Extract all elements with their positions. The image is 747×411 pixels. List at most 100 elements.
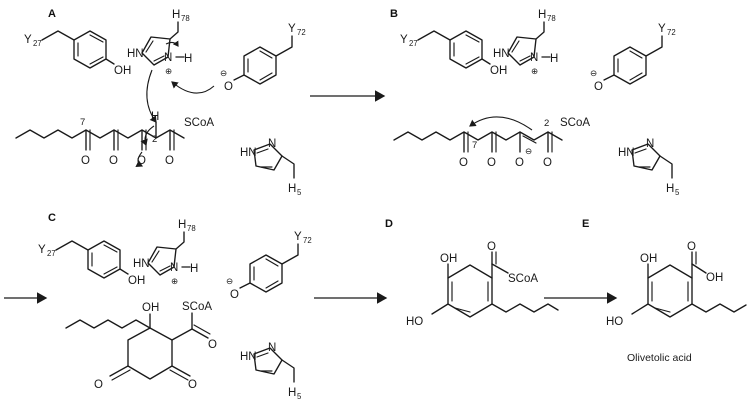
panel-a-tyrosine-72: Y 72 O ⊖	[208, 14, 318, 93]
h78-subscript: 78	[547, 14, 556, 23]
intermediate-ring-oxygen-1: O	[188, 379, 197, 391]
h5-subscript: 5	[297, 392, 302, 401]
panel-letter-b: B	[390, 8, 398, 20]
panel-c-tyrosine-27: Y 27 OH	[36, 228, 146, 300]
y72-phenolate-oxygen: O	[224, 81, 233, 93]
y72-negative-charge: ⊖	[590, 68, 597, 78]
substrate-a-oxygen-c7: O	[81, 155, 90, 167]
y72-phenolate-oxygen: O	[594, 81, 603, 93]
substrate-b-thioester: SCoA	[560, 117, 590, 129]
substrate-b-carbon-2-label: 2	[544, 118, 549, 129]
y72-label: Y	[658, 23, 666, 35]
reaction-arrow-b-to-c	[2, 288, 62, 308]
y72-subscript: 72	[303, 236, 312, 245]
h78-subscript: 78	[187, 224, 196, 233]
panel-b-histidine-5: HN N H 5	[618, 134, 708, 204]
reaction-arrow-a-to-b	[308, 86, 398, 106]
y72-negative-charge: ⊖	[220, 68, 227, 78]
panel-b-enolate-substrate: O 7 O O ⊖ 2 O SCoA	[392, 108, 622, 180]
panel-c-cyclized-intermediate: OH O O SCoA O	[58, 296, 228, 406]
h5-ring-n: N	[646, 138, 654, 150]
h5-subscript: 5	[675, 188, 680, 197]
panel-d-hydroxyl-left: HO	[406, 316, 423, 328]
h78-ring-nh: HN	[133, 258, 150, 270]
intermediate-hydroxyl: OH	[142, 302, 159, 314]
h78-label: H	[538, 9, 546, 21]
h5-ring-nh: HN	[240, 351, 257, 363]
panel-a-tetraketide-substrate: O 7 O O 2 H O SCoA	[14, 111, 244, 178]
panel-e-hydroxyl-top: OH	[640, 253, 657, 265]
y27-subscript: 27	[409, 39, 418, 48]
panel-b-tyrosine-27: Y 27 OH	[398, 18, 508, 90]
h78-ring-n: N	[170, 262, 178, 274]
h78-subscript: 78	[181, 14, 190, 23]
h5-subscript: 5	[297, 188, 302, 197]
panel-a-histidine-5: HN N H 5	[240, 134, 330, 204]
panel-e-carbonyl-oxygen: O	[687, 241, 696, 253]
y27-label: Y	[38, 244, 46, 256]
h78-label: H	[178, 219, 186, 231]
panel-e-olivetolic-acid: OH HO O OH	[596, 241, 747, 353]
h78-positive-charge: ⊕	[165, 66, 172, 76]
h78-label: H	[172, 9, 180, 21]
panel-b-histidine-78: H 78 HN N H ⊕	[493, 4, 610, 84]
substrate-b-carbon-7-label: 7	[472, 140, 477, 151]
y27-label: Y	[400, 34, 408, 46]
h5-label: H	[288, 183, 296, 195]
substrate-a-carbon-2-label: 2	[152, 134, 157, 145]
y27-subscript: 27	[33, 39, 42, 48]
panel-c-histidine-5: HN N H 5	[240, 338, 330, 408]
panel-a-curved-arrows	[110, 60, 270, 140]
y72-subscript: 72	[297, 28, 306, 37]
panel-letter-c: C	[48, 212, 56, 224]
substrate-b-enolate-charge: ⊖	[525, 146, 532, 156]
substrate-b-enolate-oxygen: O	[515, 157, 524, 169]
y27-hydroxyl: OH	[128, 275, 145, 287]
panel-d-olivetolic-acid-coa-thioester: OH HO O SCoA	[396, 241, 561, 353]
h5-ring-nh: HN	[240, 147, 257, 159]
y72-negative-charge: ⊖	[226, 276, 233, 286]
h78-positive-charge: ⊕	[171, 276, 178, 286]
y72-phenolate-oxygen: O	[230, 289, 239, 301]
panel-e-hydroxyl-left: HO	[606, 316, 623, 328]
substrate-b-oxygen-c1: O	[543, 157, 552, 169]
h78-proton: H	[550, 53, 558, 65]
y27-label: Y	[24, 34, 32, 46]
h5-label: H	[666, 183, 674, 195]
substrate-a-oxygen-c1: O	[165, 155, 174, 167]
y72-subscript: 72	[667, 28, 676, 37]
substrate-b-oxygen-c7: O	[459, 157, 468, 169]
substrate-a-oxygen-c5: O	[109, 155, 118, 167]
panel-c-histidine-78: H 78 HN N H ⊕	[133, 214, 250, 296]
h78-ring-n: N	[164, 52, 172, 64]
reaction-arrow-c-to-d	[312, 288, 402, 308]
panel-d-thioester: SCoA	[508, 273, 538, 285]
y27-hydroxyl: OH	[490, 65, 507, 77]
intermediate-ring-oxygen-2: O	[94, 379, 103, 391]
h78-ring-n: N	[530, 52, 538, 64]
h5-ring-nh: HN	[618, 147, 635, 159]
panel-letter-e: E	[582, 218, 590, 230]
panel-d-hydroxyl-top: OH	[440, 253, 457, 265]
substrate-a-carbon-7-label: 7	[80, 117, 85, 128]
h78-ring-nh: HN	[493, 48, 510, 60]
h5-label: H	[288, 387, 296, 399]
panel-letter-d: D	[385, 218, 393, 230]
h78-proton: H	[190, 263, 198, 275]
intermediate-carbonyl-oxygen: O	[208, 339, 217, 351]
panel-e-carboxyl-hydroxyl: OH	[706, 272, 723, 284]
y27-subscript: 27	[47, 249, 56, 258]
substrate-b-oxygen-c5: O	[487, 157, 496, 169]
h78-proton: H	[184, 53, 192, 65]
y27-hydroxyl: OH	[114, 65, 131, 77]
panel-a-tyrosine-27: Y 27 OH	[22, 18, 132, 90]
h5-ring-n: N	[268, 138, 276, 150]
panel-a-histidine-78: H 78 HN N H ⊕	[127, 4, 244, 84]
intermediate-thioester: SCoA	[182, 301, 212, 313]
h78-ring-nh: HN	[127, 48, 144, 60]
substrate-a-thioester: SCoA	[184, 117, 214, 129]
panel-letter-a: A	[48, 8, 56, 20]
reaction-arrow-d-to-e	[542, 288, 632, 308]
panel-b-tyrosine-72: Y 72 O ⊖	[578, 14, 688, 93]
h78-positive-charge: ⊕	[531, 66, 538, 76]
